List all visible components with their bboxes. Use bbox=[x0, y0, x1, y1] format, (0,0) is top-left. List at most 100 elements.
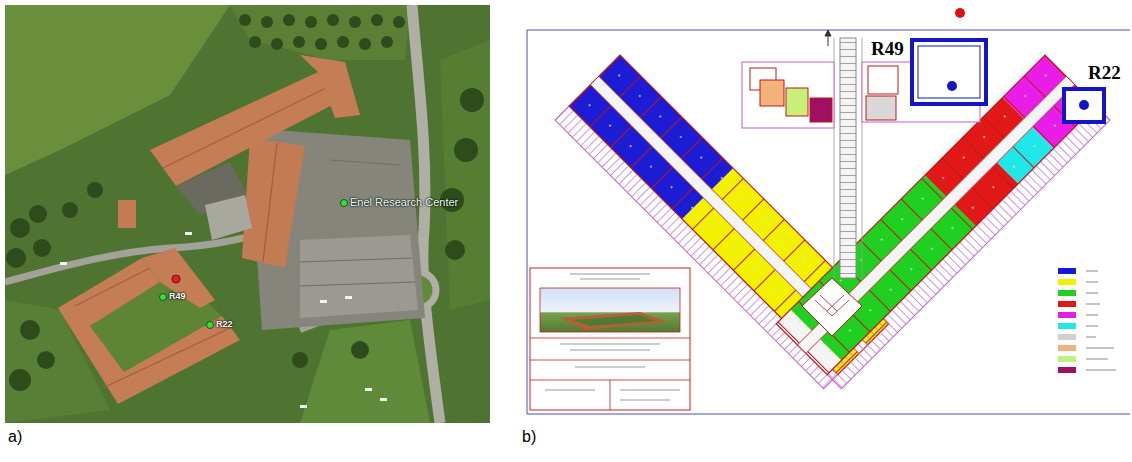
apex-stairs-part-part bbox=[820, 295, 837, 311]
aerial-photo-part bbox=[242, 138, 305, 268]
apex-stairs-part-part bbox=[832, 300, 849, 316]
plan-legend-part bbox=[1058, 312, 1076, 318]
aerial-photo-part-part bbox=[6, 248, 26, 268]
title-block-part-part bbox=[575, 366, 645, 367]
plan-legend-part-part bbox=[1086, 325, 1098, 327]
aerial-photo-part bbox=[103, 328, 230, 388]
aerial-photo-part-part bbox=[20, 320, 40, 340]
apex-stairs-part bbox=[815, 295, 849, 316]
aerial-photo-part-part bbox=[380, 398, 387, 401]
aerial-photo-part-part bbox=[460, 88, 484, 112]
aerial-photo-part bbox=[300, 160, 415, 286]
central-wing-left-part bbox=[742, 62, 834, 128]
aerial-photo-part-part bbox=[283, 14, 295, 26]
title-block-part-part bbox=[570, 349, 650, 350]
aerial-photo-part-part bbox=[37, 351, 55, 369]
title-block-part bbox=[610, 380, 611, 410]
plan-legend-part-part bbox=[1086, 369, 1116, 371]
room-r22-part bbox=[1064, 89, 1104, 122]
plan-legend-part-part bbox=[1086, 292, 1098, 294]
aerial-photo-part bbox=[142, 248, 215, 308]
plan-legend-part bbox=[1058, 323, 1076, 329]
room-r49-part bbox=[947, 81, 957, 91]
title-block-part-part bbox=[545, 389, 595, 390]
aerial-photo-part-part bbox=[327, 14, 339, 26]
plan-legend bbox=[1058, 268, 1116, 373]
aerial-photo-part-part bbox=[60, 262, 67, 265]
aerial-photo-part bbox=[163, 86, 330, 168]
plan-legend-part bbox=[1058, 301, 1076, 307]
central-wing-right-part bbox=[866, 96, 896, 120]
plan-legend-part bbox=[1058, 268, 1076, 274]
central-wing-left-part bbox=[786, 88, 808, 116]
room-r49-part bbox=[912, 40, 986, 104]
aerial-photo-part-part bbox=[29, 205, 47, 223]
panel-letter: a) bbox=[8, 428, 22, 446]
aerial-photo-part-part bbox=[62, 202, 78, 218]
title-block-part bbox=[540, 288, 680, 332]
plan-legend-part bbox=[1058, 290, 1076, 296]
title-block-part-part bbox=[620, 399, 670, 400]
title-block-part-part bbox=[570, 273, 650, 274]
title-block-part bbox=[572, 315, 655, 326]
room-label: R22 bbox=[1088, 62, 1121, 84]
aerial-photo-part-part bbox=[293, 36, 305, 48]
aerial-photo-part bbox=[160, 294, 167, 301]
aerial-photo-part-part bbox=[365, 388, 372, 391]
panel-letter: b) bbox=[522, 428, 536, 446]
aerial-photo-part-part bbox=[292, 352, 308, 368]
title-block-part bbox=[530, 338, 690, 339]
plan-legend-part-part bbox=[1086, 347, 1114, 349]
title-block bbox=[530, 268, 690, 410]
aerial-photo-part-part bbox=[300, 405, 307, 408]
aerial-photo-part bbox=[300, 235, 418, 318]
apex-stairs-part-part bbox=[815, 300, 832, 316]
north-arrow bbox=[825, 30, 831, 46]
title-block-part-part bbox=[580, 278, 640, 279]
aerial-photo-part-part bbox=[345, 296, 352, 299]
room-r22-part bbox=[1079, 100, 1089, 110]
plan-legend-part-part bbox=[1086, 303, 1100, 305]
plan-legend-part bbox=[1058, 345, 1076, 351]
aerial-photo-part-part bbox=[10, 218, 30, 238]
aerial-photo-part-part bbox=[271, 38, 283, 50]
aerial-photo-part-part bbox=[351, 341, 369, 359]
plan-frame bbox=[527, 30, 1130, 414]
aerial-photo-part-part bbox=[330, 160, 400, 165]
aerial-photo-part-part bbox=[239, 14, 251, 26]
plan-legend-part bbox=[1058, 367, 1076, 373]
aerial-photo-part bbox=[263, 143, 277, 262]
aerial-photo-part-part bbox=[320, 300, 327, 303]
room-r22 bbox=[1064, 89, 1104, 122]
apex-stairs bbox=[802, 278, 862, 336]
title-block-part-part bbox=[560, 343, 660, 344]
central-corridor bbox=[834, 38, 862, 278]
aerial-photo-part-part bbox=[87, 182, 103, 198]
aerial-photo-part bbox=[230, 5, 410, 60]
map-pin-label: R49 bbox=[169, 291, 186, 301]
aerial-photo-part bbox=[440, 40, 490, 310]
plan-legend-part-part bbox=[1086, 314, 1098, 316]
aerial-photo-part-part bbox=[185, 232, 192, 235]
aerial-photo-part-part bbox=[300, 282, 415, 286]
central-corridor-part bbox=[840, 38, 856, 278]
title-block-part bbox=[545, 274, 680, 400]
aerial-photo-part-part bbox=[337, 36, 349, 48]
plan-legend-part bbox=[1058, 356, 1076, 362]
central-wing-left bbox=[742, 62, 834, 128]
apex-stairs-part-part bbox=[827, 295, 844, 311]
aerial-photo-part bbox=[58, 258, 240, 404]
room-label: R49 bbox=[871, 38, 904, 60]
aerial-photo-part-part bbox=[371, 14, 383, 26]
plan-frame-part bbox=[527, 414, 1130, 415]
position-dot bbox=[955, 8, 965, 18]
aerial-photo-part bbox=[207, 322, 214, 329]
aerial-photo-part-part bbox=[315, 38, 327, 50]
map-pin-label: R22 bbox=[216, 319, 233, 329]
central-wing-left-part bbox=[810, 98, 832, 122]
plan-legend-part bbox=[1058, 334, 1076, 340]
aerial-photo-part bbox=[60, 232, 387, 408]
aerial-photo-part-part bbox=[249, 36, 261, 48]
